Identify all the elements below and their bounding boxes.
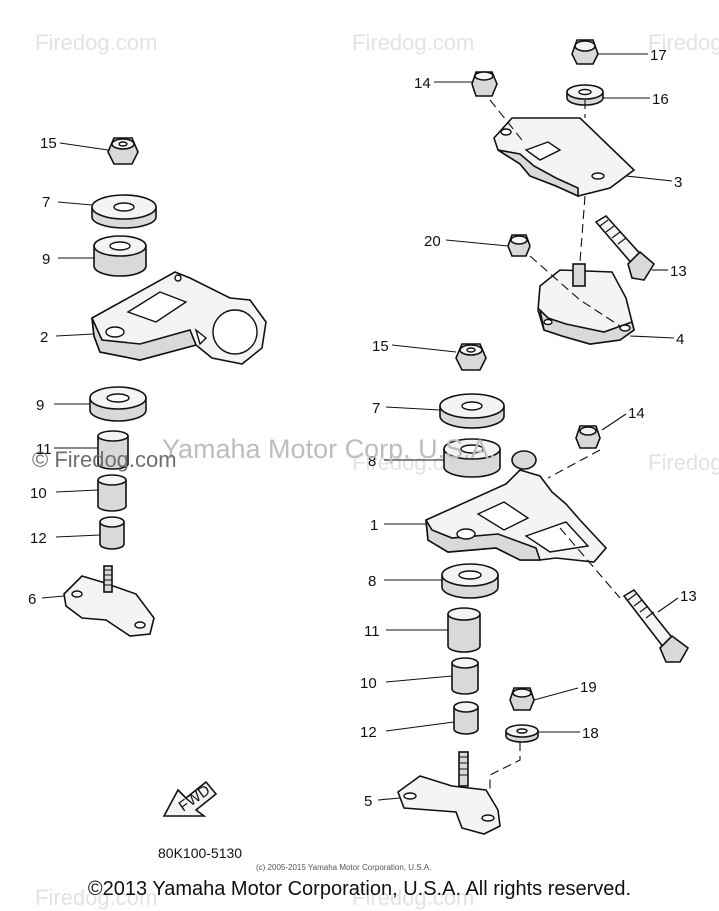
- callout-1: 1: [370, 517, 378, 534]
- callout-18: 18: [582, 725, 599, 742]
- callout-15: 15: [40, 135, 57, 152]
- callout-6: 6: [28, 591, 36, 608]
- callout-15: 15: [372, 338, 389, 355]
- callout-7: 7: [372, 400, 380, 417]
- callout-16: 16: [652, 91, 669, 108]
- callout-9: 9: [36, 397, 44, 414]
- part-9-rubber-upper-left: [93, 235, 147, 277]
- callout-12: 12: [30, 530, 47, 547]
- callout-11: 11: [364, 623, 380, 640]
- callout-10: 10: [30, 485, 47, 502]
- callout-20: 20: [424, 233, 441, 250]
- callouts-left: 15 7 9 2 9 11 10 12 6: [28, 135, 109, 608]
- part-15-nut-left: [107, 137, 139, 165]
- watermark-firedog: Firedog.com: [352, 885, 474, 910]
- part-9-rubber-lower-left: [89, 386, 147, 422]
- fwd-direction-arrow: FWD: [162, 780, 218, 817]
- callout-11: 11: [36, 441, 52, 458]
- part-7-washer-right: [439, 393, 505, 429]
- callout-10: 10: [360, 675, 377, 692]
- part-20-nut: [507, 234, 531, 257]
- watermark-firedog: Firedog.com: [648, 30, 719, 55]
- part-11-collar-right: [447, 607, 481, 653]
- callout-13: 13: [680, 588, 697, 605]
- watermark-firedog: Firedog.com: [648, 450, 719, 475]
- part-4-engine-mount: [537, 263, 635, 345]
- part-11-collar-left: [97, 430, 129, 470]
- part-5-base-plate: [397, 751, 501, 835]
- part-8-rubber-lower-right: [441, 563, 499, 599]
- part-14-nut-lower: [575, 425, 601, 449]
- part-7-washer-left: [91, 194, 157, 229]
- fine-copyright-line: (c) 2005-2015 Yamaha Motor Corporation, …: [256, 863, 431, 872]
- watermark-firedog: Firedog.com: [352, 30, 474, 55]
- watermark-firedog-left: © Firedog.com: [32, 447, 177, 472]
- part-10-collar-right: [451, 657, 479, 695]
- part-1-bracket: [425, 450, 608, 563]
- watermark-yamaha-center: Yamaha Motor Corp. U.S.A.: [162, 434, 496, 464]
- part-15-nut-right: [455, 343, 487, 371]
- callout-12: 12: [360, 724, 377, 741]
- footer-copyright: ©2013 Yamaha Motor Corporation, U.S.A. A…: [87, 878, 632, 900]
- callout-7: 7: [42, 194, 50, 211]
- watermark-firedog: Firedog.com: [35, 30, 157, 55]
- callout-19: 19: [580, 679, 597, 696]
- callout-3: 3: [674, 174, 682, 191]
- part-14-nut-upper: [471, 71, 498, 97]
- callout-14: 14: [414, 75, 431, 92]
- callout-9: 9: [42, 251, 50, 268]
- callout-2: 2: [40, 329, 48, 346]
- part-17-nut: [571, 39, 599, 65]
- part-3-plate-bracket: [493, 117, 636, 198]
- part-12-collar-left: [99, 516, 125, 550]
- part-2-bracket: [91, 271, 267, 365]
- callout-13: 13: [670, 263, 687, 280]
- callout-8: 8: [368, 453, 376, 470]
- callout-8: 8: [368, 573, 376, 590]
- part-19-nut: [509, 687, 535, 711]
- watermark-firedog: Firedog.com: [35, 885, 157, 910]
- part-12-collar-right: [453, 701, 479, 735]
- drawing-number: 80K100-5130: [158, 845, 242, 861]
- callout-17: 17: [650, 47, 667, 64]
- callouts-right-upper: 17 14 16 3 20 13 4: [414, 47, 687, 348]
- part-13-bolt-lower: [622, 588, 690, 663]
- part-10-collar-left: [97, 474, 127, 512]
- callout-5: 5: [364, 793, 372, 810]
- callout-4: 4: [676, 331, 684, 348]
- callouts-right-lower: 15 7 14 8 1 8 13 11 10 19 12 18 5: [360, 338, 697, 810]
- part-8-rubber-upper-right: [443, 438, 501, 478]
- part-6-base-plate: [63, 565, 155, 637]
- part-18-washer: [505, 724, 539, 743]
- part-13-bolt-upper: [594, 214, 656, 281]
- callout-14: 14: [628, 405, 645, 422]
